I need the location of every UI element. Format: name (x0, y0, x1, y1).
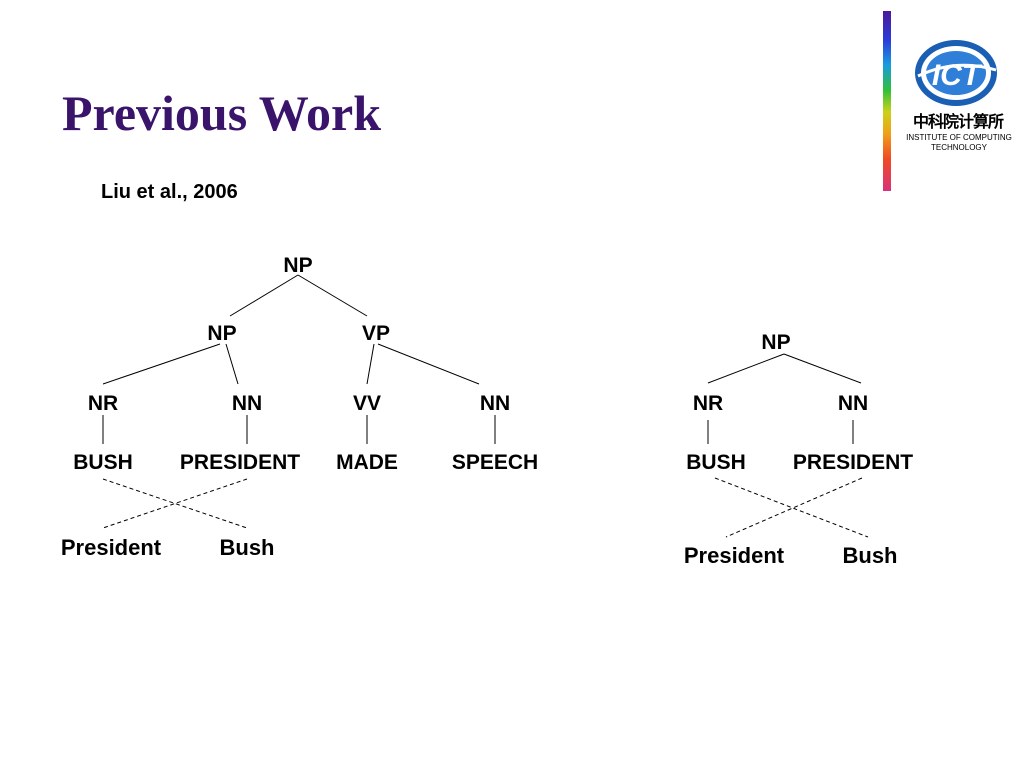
logo-acronym: ICT (932, 59, 983, 92)
right-translation-bush: Bush (842, 543, 898, 568)
ict-logo-icon: ICT (915, 40, 997, 106)
left-pos-nn: NN (231, 392, 263, 415)
left-word-president: PRESIDENT (179, 451, 301, 474)
left-np: NP (207, 322, 237, 345)
logo-english-line2: TECHNOLOGY (930, 143, 987, 152)
left-translation-bush: Bush (219, 535, 275, 560)
left-translation-president: President (60, 535, 162, 560)
right-root-np: NP (761, 331, 791, 354)
citation: Liu et al., 2006 (101, 181, 238, 203)
left-word-bush: BUSH (73, 451, 133, 474)
logo-english-line1: INSTITUTE OF COMPUTING (906, 133, 1012, 142)
right-translation-president: President (683, 543, 785, 568)
left-word-speech: SPEECH (451, 451, 539, 474)
slide-title: Previous Work (62, 85, 382, 141)
left-word-made: MADE (336, 451, 398, 474)
logo-english-name: INSTITUTE OF COMPUTING TECHNOLOGY (896, 133, 1022, 153)
right-pos-nr: NR (692, 392, 724, 415)
left-vp: VP (361, 322, 391, 345)
right-word-president: PRESIDENT (792, 451, 914, 474)
left-pos-nn-2: NN (479, 392, 511, 415)
left-pos-vv: VV (352, 392, 382, 415)
left-root-np: NP (283, 254, 313, 277)
logo-chinese-name: 中科院计算所 (912, 112, 1004, 131)
right-pos-nn: NN (837, 392, 869, 415)
left-pos-nr: NR (87, 392, 119, 415)
rainbow-bar (883, 11, 891, 191)
right-word-bush: BUSH (686, 451, 746, 474)
